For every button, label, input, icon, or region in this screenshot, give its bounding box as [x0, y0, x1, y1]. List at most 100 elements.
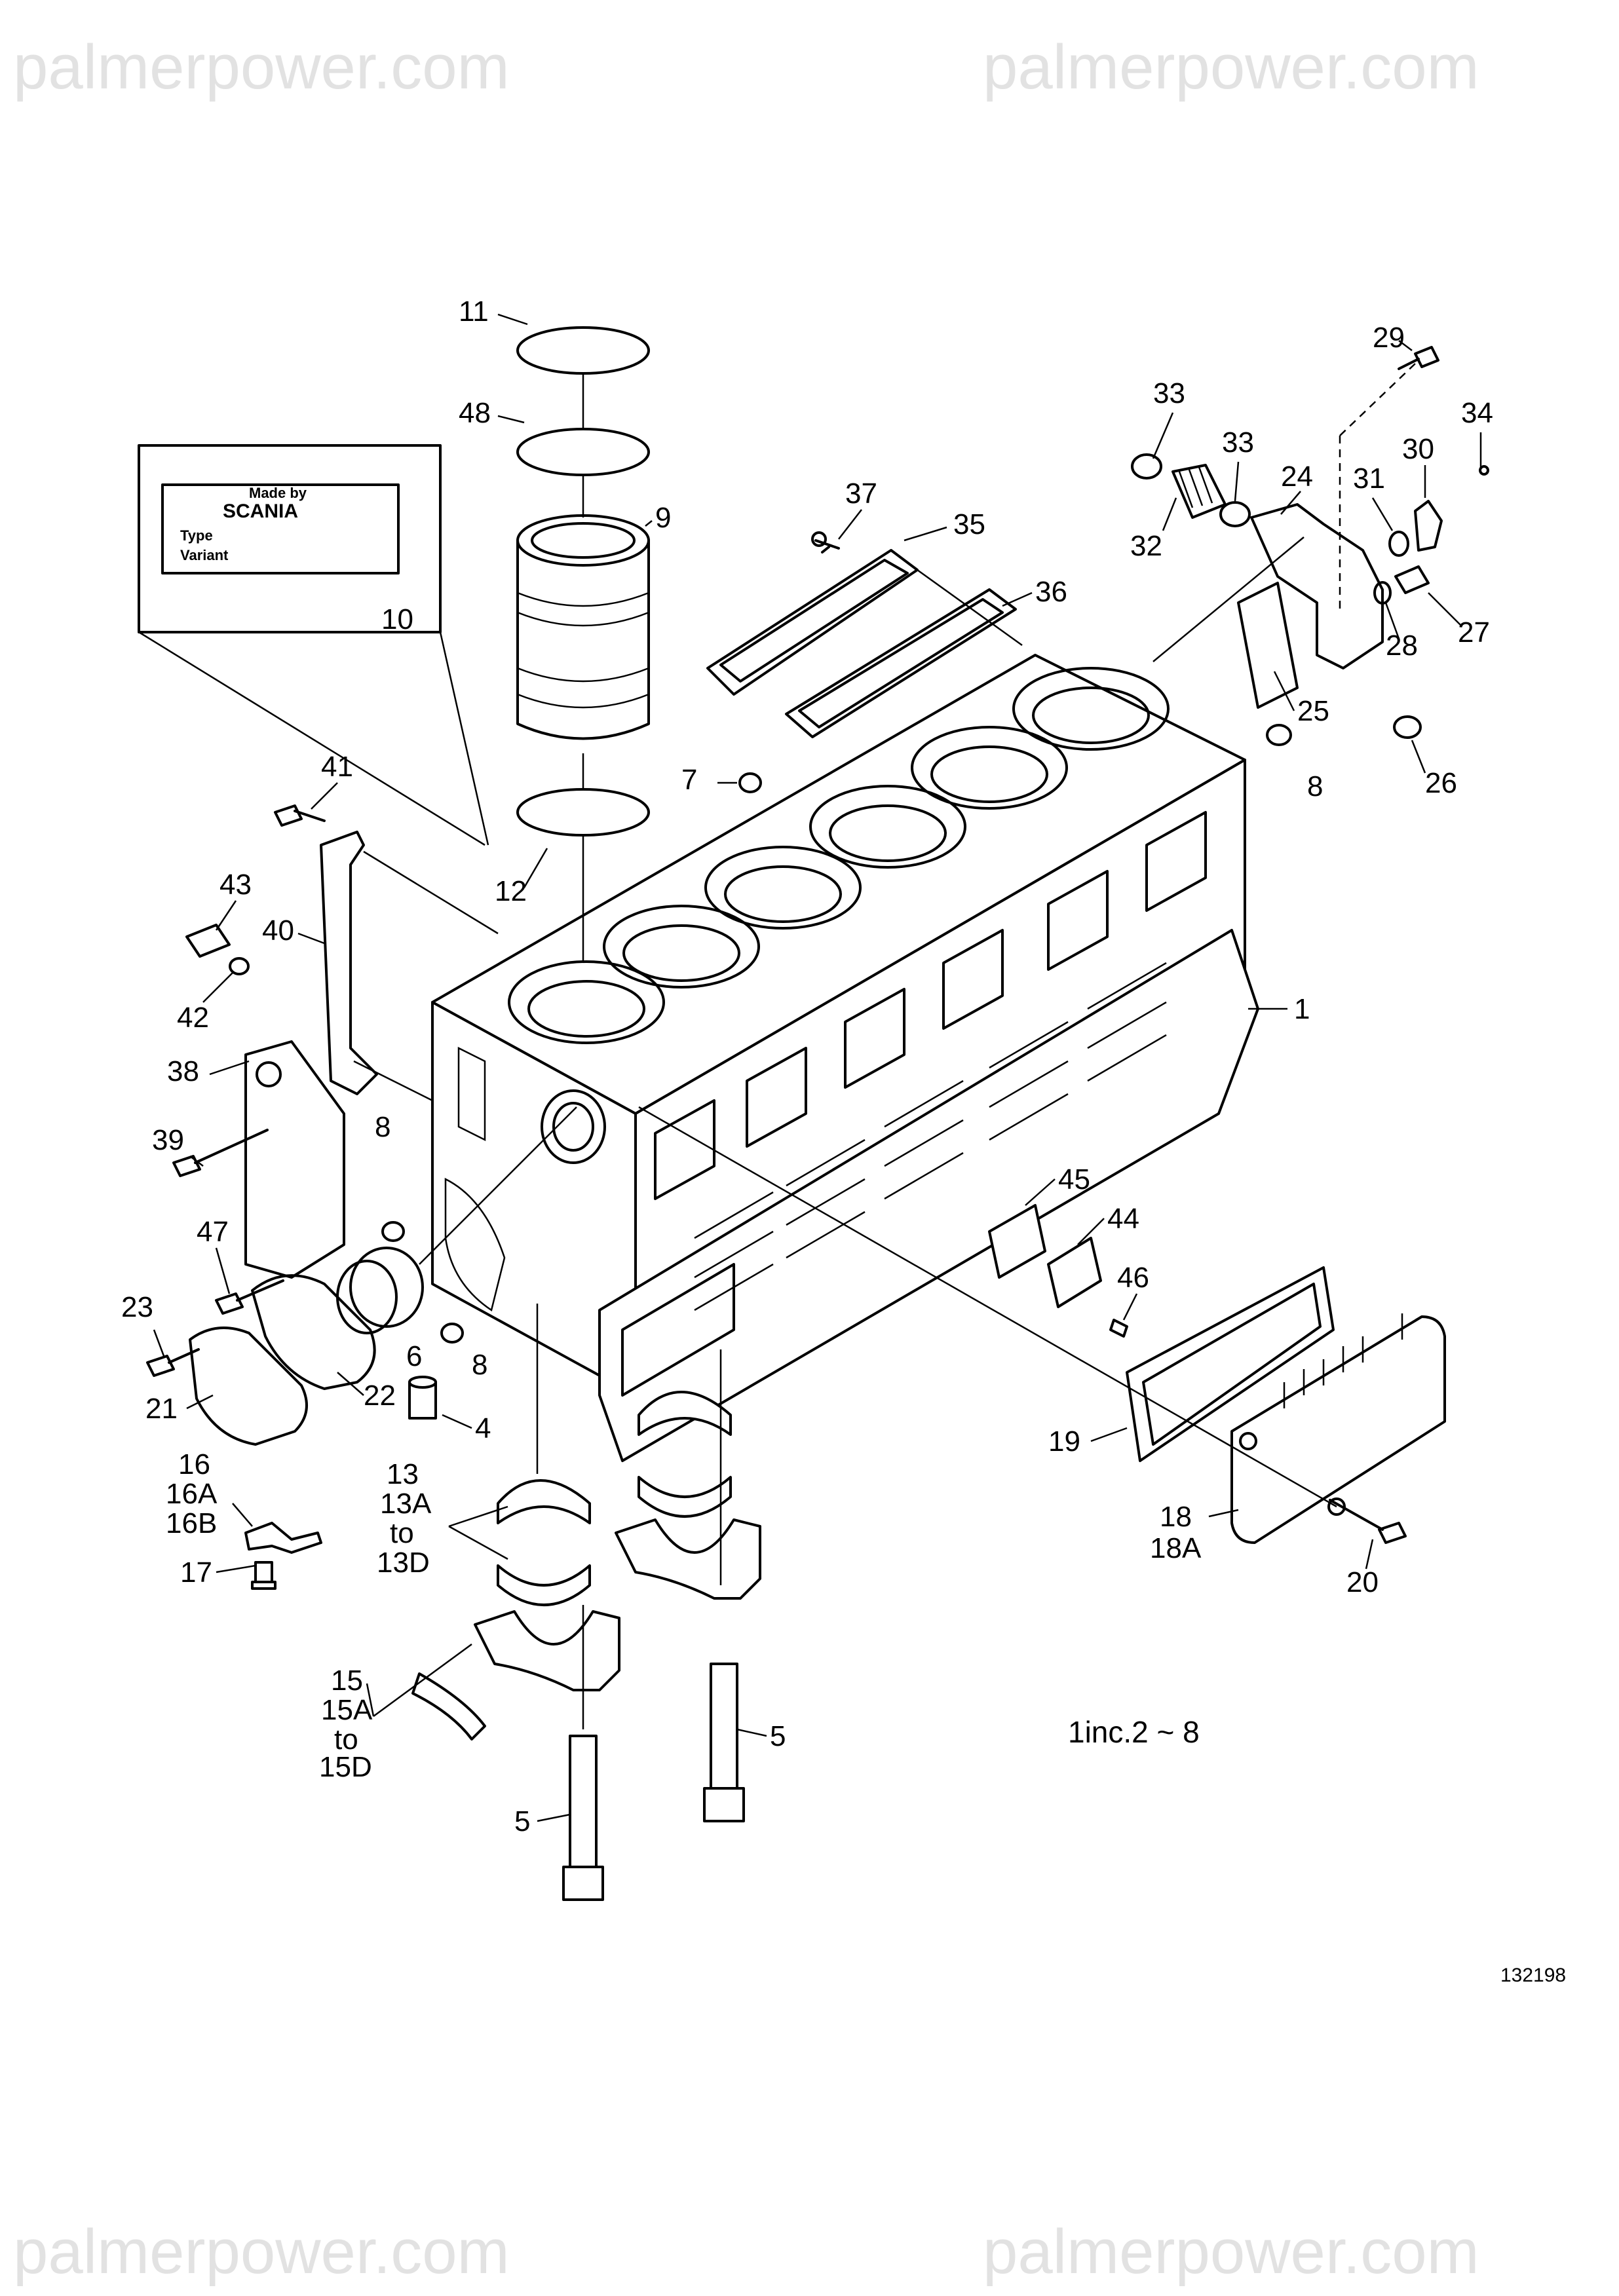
label-part-18: 18 [1160, 1501, 1192, 1533]
label-part-17: 17 [180, 1556, 212, 1589]
bracket-bolt-39 [172, 1129, 269, 1177]
end-cover-21 [189, 1327, 308, 1446]
nameplate-callout: Made by SCANIA Type Variant [138, 444, 489, 846]
label-part-9: 9 [655, 502, 671, 534]
label-part-16B: 16B [166, 1507, 217, 1539]
label-part-18A: 18A [1150, 1532, 1202, 1564]
pipe-connection-24 [1250, 503, 1384, 669]
label-part-41: 41 [321, 751, 353, 783]
bearing-group [244, 1304, 761, 1901]
label-part-45: 45 [1058, 1163, 1090, 1195]
flange-bolt-29 [1398, 346, 1439, 370]
label-part-40: 40 [262, 914, 294, 947]
label-part-36: 36 [1035, 576, 1067, 608]
piston-cooling-nozzle-16 [244, 1522, 322, 1554]
cylinder-block [431, 654, 1259, 1462]
plug-screw-27 [1394, 565, 1430, 594]
label-part-31: 31 [1353, 462, 1385, 495]
sealing-washer-28 [1373, 581, 1392, 605]
label-part-15D: 15D [319, 1751, 372, 1783]
watermark-bottom-right: palmerpower.com [983, 2217, 1479, 2287]
inspection-cover-gasket-45 [988, 1204, 1046, 1279]
nameplate-variant: Variant [180, 547, 229, 563]
label-part-13: 13 [387, 1458, 419, 1490]
label-part-7: 7 [681, 764, 697, 796]
crankcase-windows [654, 811, 1207, 1200]
label-part-38: 38 [167, 1055, 199, 1087]
cylinder-bores [508, 667, 1170, 1044]
label-part-28: 28 [1386, 630, 1418, 662]
side-cover-gasket-19 [1126, 1266, 1335, 1462]
label-part-11: 11 [459, 295, 489, 328]
plug-8-lower [440, 1323, 464, 1344]
nameplate-type: Type [180, 527, 213, 544]
watermark-top-right: palmerpower.com [983, 32, 1479, 102]
watermarks: palmerpower.com palmerpower.com palmerpo… [13, 32, 1479, 2287]
label-part-21: 21 [145, 1393, 178, 1425]
liner-seal-ring-48 [516, 428, 650, 476]
main-bearing-bolt-5-left [562, 1735, 604, 1901]
label-part-16A: 16A [166, 1478, 218, 1510]
label-part-13A: 13A [380, 1488, 432, 1520]
label-part-5a: 5 [514, 1805, 530, 1837]
label-part-24: 24 [1281, 461, 1313, 493]
label-part-20: 20 [1346, 1566, 1379, 1598]
label-part-13to: to [390, 1517, 414, 1549]
cylinder-liner-assembly [516, 326, 650, 963]
side-cover-18 [1230, 1315, 1446, 1544]
label-part-34: 34 [1461, 397, 1493, 429]
label-part-5b: 5 [770, 1720, 786, 1752]
connection-gasket-25 [1237, 582, 1299, 709]
cylinder-liner-9 [516, 514, 650, 740]
label-part-27: 27 [1458, 616, 1490, 649]
label-part-32: 32 [1130, 530, 1162, 562]
label-part-30: 30 [1402, 433, 1434, 465]
nozzle-screw-17 [251, 1561, 276, 1590]
label-part-8a: 8 [375, 1111, 390, 1143]
main-bearing-bolt-5-right [703, 1663, 745, 1822]
label-part-4: 4 [475, 1412, 491, 1444]
washer-42 [229, 957, 250, 975]
nameplate-made-by: Made by [249, 485, 307, 501]
end-cover-gasket-22 [251, 1274, 376, 1390]
label-part-33a: 33 [1153, 377, 1185, 409]
label-part-25: 25 [1297, 695, 1329, 727]
main-bearing-shell-13-upper-left [497, 1479, 591, 1524]
main-bearing-cap-left [474, 1610, 620, 1691]
label-part-29: 29 [1373, 322, 1405, 354]
label-part-42: 42 [177, 1002, 209, 1034]
label-part-26: 26 [1425, 767, 1457, 799]
label-part-13D: 13D [377, 1547, 430, 1579]
plug-7 [738, 772, 762, 793]
main-bearing-cap-right [615, 1518, 761, 1600]
label-part-46: 46 [1117, 1262, 1149, 1294]
main-bearing-shell-upper-right [638, 1391, 732, 1436]
side-cover-group [638, 1106, 1446, 1544]
hose-clamp-33a [1131, 453, 1162, 480]
hose-clamp-33b [1219, 501, 1251, 527]
clamp-30 [1414, 500, 1443, 552]
label-part-10: 10 [381, 603, 413, 635]
label-part-37: 37 [845, 478, 877, 510]
cover-bolt-20 [1329, 1499, 1407, 1544]
label-part-47: 47 [197, 1216, 229, 1248]
front-brackets [172, 804, 499, 1315]
cover-screw-46 [1109, 1319, 1128, 1338]
label-part-6: 6 [406, 1340, 422, 1372]
label-part-1: 1 [1294, 993, 1310, 1025]
label-part-15A: 15A [321, 1694, 373, 1726]
plug-8-right [1266, 724, 1292, 746]
end-cover-bolt-23 [146, 1348, 200, 1377]
label-part-23: 23 [121, 1291, 153, 1323]
spacer-stud-43 [185, 924, 231, 958]
plug-8-front [381, 1221, 405, 1242]
label-part-15to: to [334, 1723, 358, 1756]
label-part-39: 39 [152, 1124, 184, 1156]
plug-26 [1393, 715, 1422, 739]
main-bearing-shell-13-lower-left [497, 1564, 591, 1606]
inclusion-note: 1inc.2 ~ 8 [1068, 1715, 1200, 1749]
bolt-47 [215, 1279, 284, 1315]
label-part-15: 15 [331, 1665, 363, 1697]
